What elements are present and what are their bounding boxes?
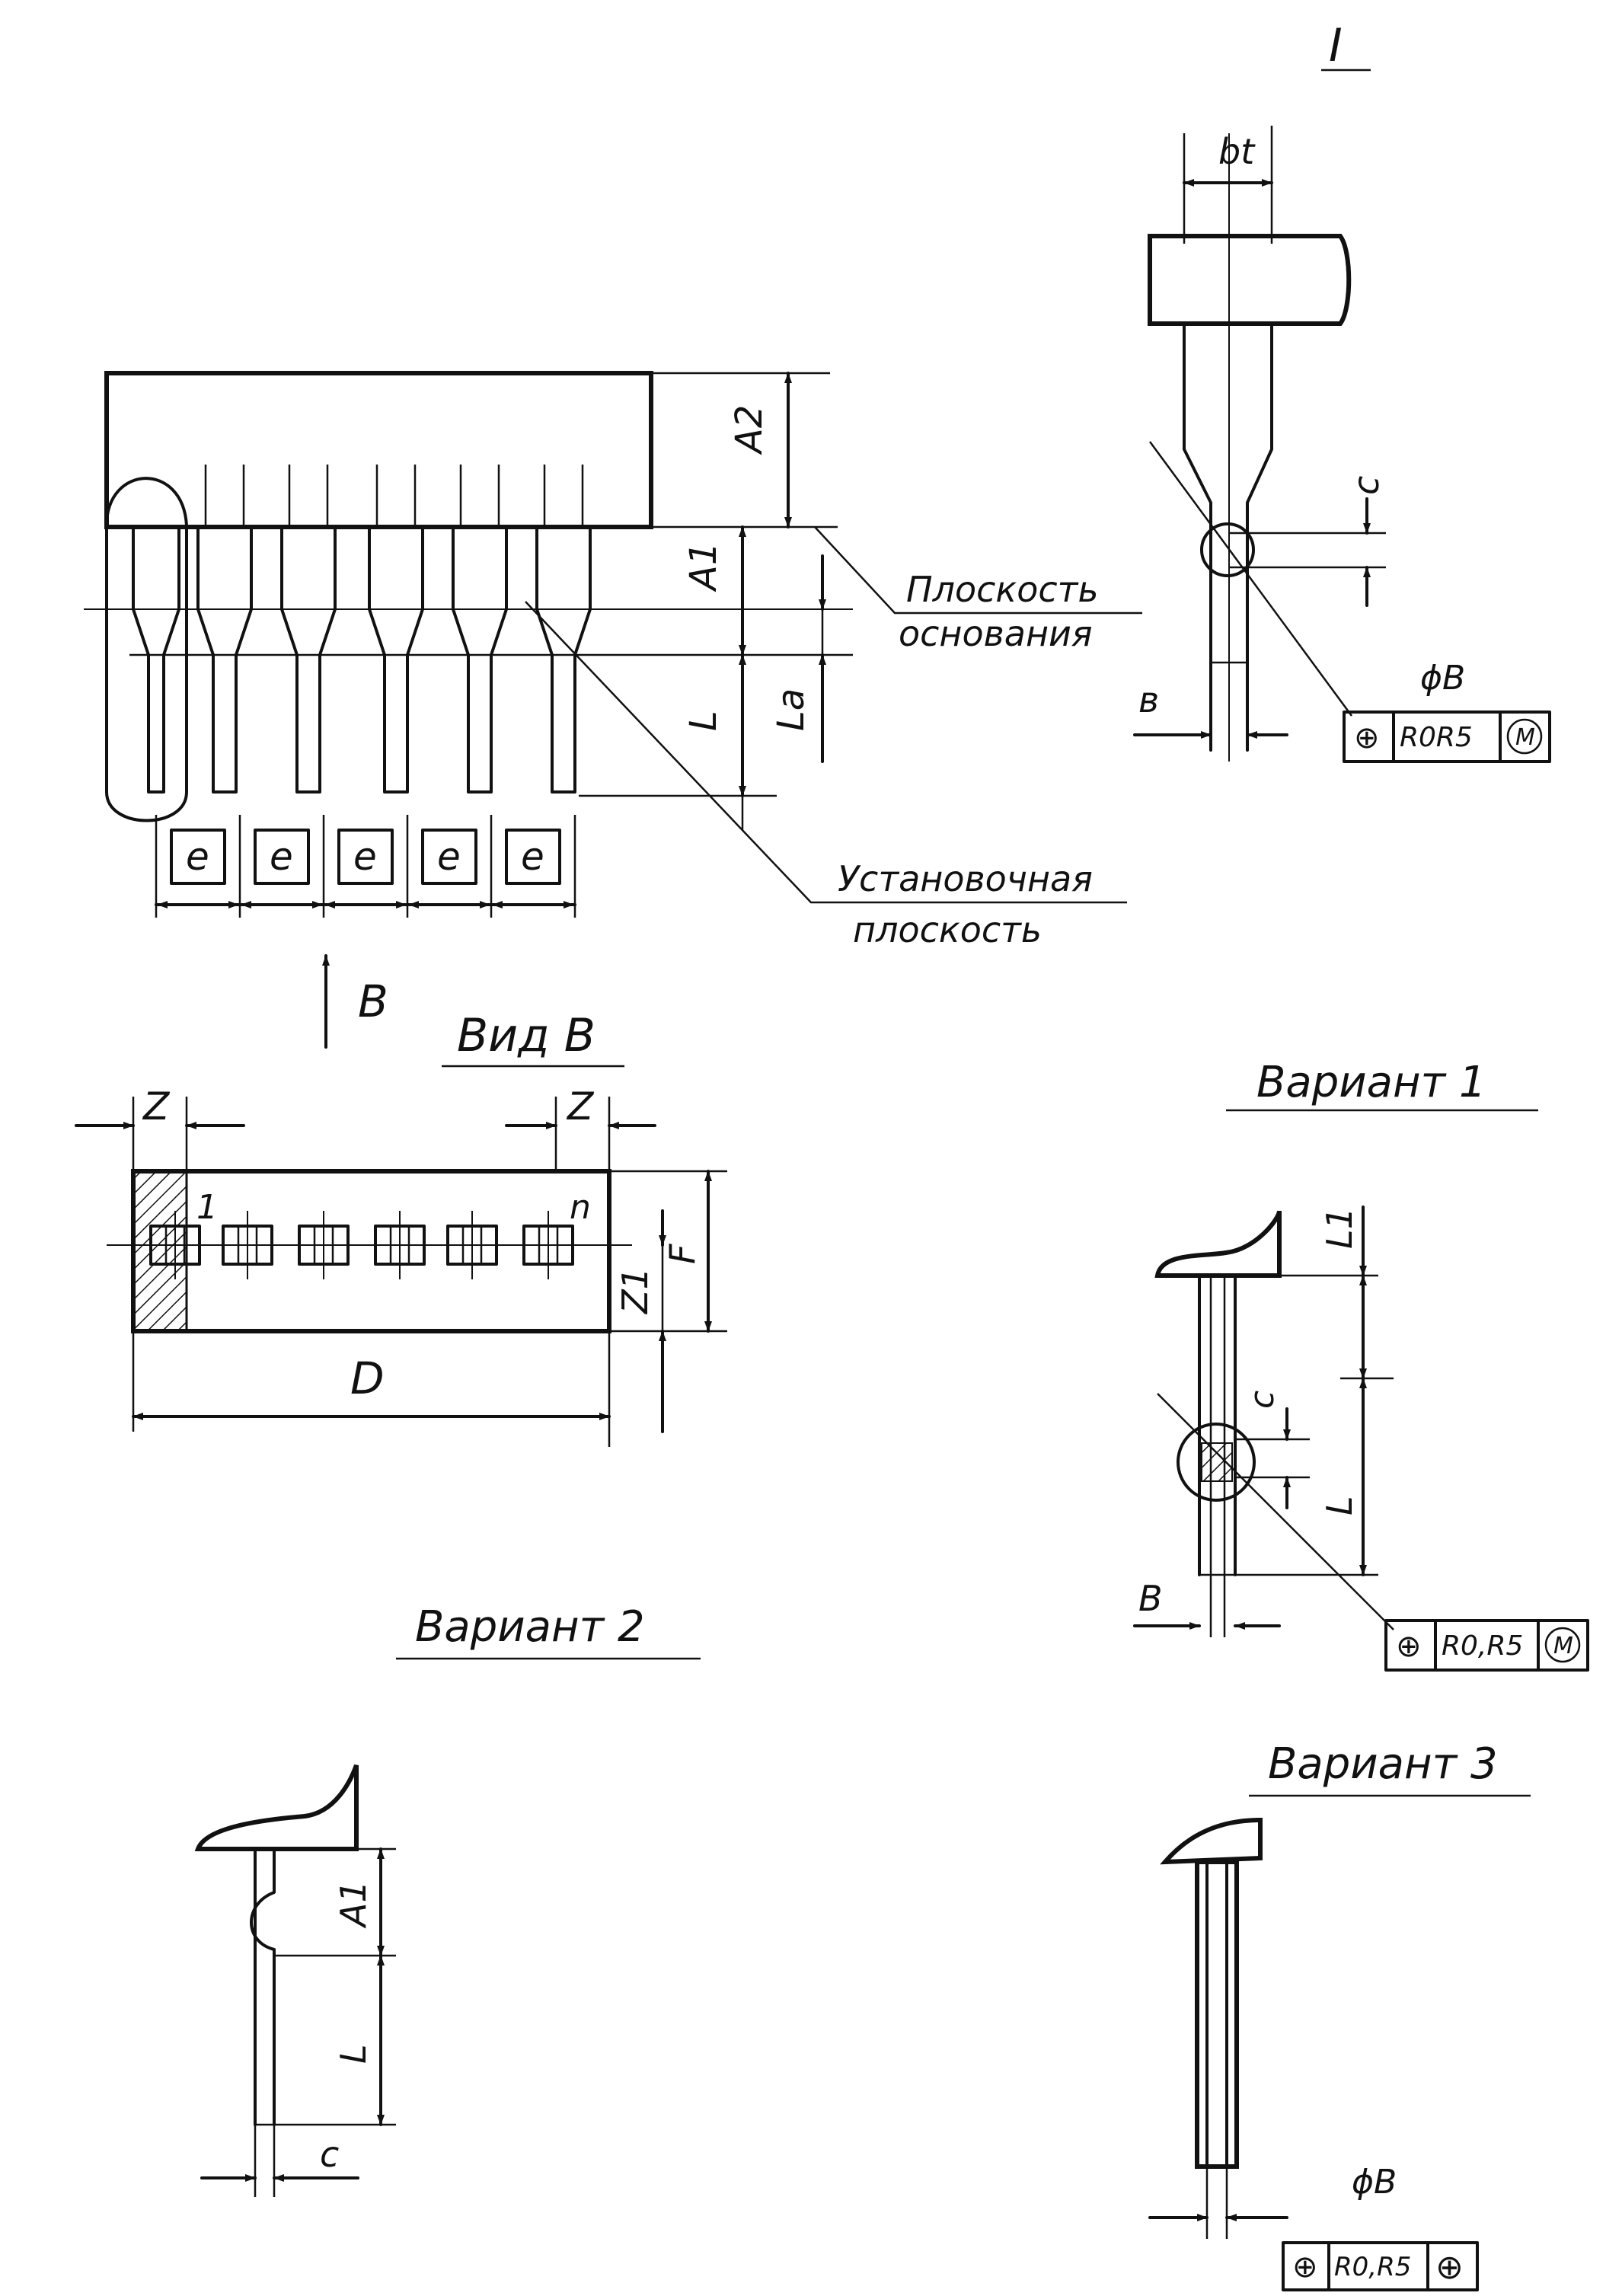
lead-pads — [149, 1211, 574, 1279]
dim-z-right-label: Z — [566, 1084, 595, 1129]
variant-3: Вариант 3 ϕB ⊕ R0,R5 ⊕ — [1148, 1739, 1531, 2291]
dim-e-label: e — [353, 835, 377, 879]
dim-z-left-label: Z — [142, 1084, 171, 1129]
variant2-body-profile — [194, 1764, 359, 1851]
base-plane-label-line2: основания — [899, 613, 1093, 654]
pitch-box — [254, 829, 310, 885]
variant-2: Вариант 2 A1 L c — [194, 1602, 701, 2197]
mount-plane-label-line2: плоскость — [853, 909, 1042, 950]
dim-a1-label: A1 — [682, 542, 725, 592]
variant3-title: Вариант 3 — [1268, 1739, 1498, 1789]
dim-b-label: в — [1138, 679, 1159, 720]
variant2-title: Вариант 2 — [415, 1602, 645, 1652]
pin-first-label: 1 — [196, 1188, 218, 1227]
tol-frame-variant3 — [1282, 2241, 1479, 2291]
variant1-title: Вариант 1 — [1256, 1058, 1486, 1107]
base-plane-label-line1: Плоскость — [906, 569, 1099, 610]
dim-l1-label: L1 — [1319, 1207, 1360, 1249]
dim-b-v1-label: B — [1138, 1578, 1163, 1619]
pitch-box — [337, 829, 394, 885]
dim-bt-label: bt — [1218, 131, 1256, 172]
tol-variant3-value: R0,R5 — [1334, 2252, 1411, 2282]
pin1-key-outline — [105, 477, 188, 822]
lead — [196, 525, 253, 794]
dim-e-label: e — [270, 835, 293, 879]
package-body — [104, 371, 653, 529]
front-view: A2 A1 L La Плоскость основания Установоч… — [84, 371, 1142, 1049]
variant1-callout-circle — [1177, 1423, 1256, 1502]
variant-1: Вариант 1 L1 L c B ⊕ R0,R5 — [1133, 1058, 1589, 1672]
view-b: Вид B 1 n Z Z F Z1 D — [75, 1009, 727, 1447]
dim-e-label: e — [186, 835, 209, 879]
tol-detail-diameter: ϕB — [1420, 659, 1465, 698]
lead — [535, 525, 592, 794]
pin-last-label: n — [570, 1188, 591, 1227]
pitch-box — [170, 829, 226, 885]
tol-detail-symbol: ⊕ — [1354, 720, 1380, 755]
variant3-body-profile — [1160, 1817, 1263, 1865]
dim-f-label: F — [662, 1244, 703, 1264]
dim-l-v2-label: L — [333, 2044, 374, 2064]
dim-l-v1-label: L — [1319, 1496, 1360, 1515]
lead — [452, 525, 508, 794]
dim-l-label: L — [682, 711, 725, 731]
lead — [280, 525, 337, 794]
tol-variant1-symbol: ⊕ — [1396, 1629, 1422, 1664]
detail-callout-circle — [1200, 522, 1255, 577]
mount-plane-label-line1: Установочная — [838, 858, 1093, 899]
tol-frame-variant1 — [1384, 1619, 1589, 1672]
dim-z1-label: Z1 — [615, 1267, 656, 1315]
key-hatch-area — [132, 1170, 188, 1333]
lead — [132, 525, 180, 794]
leads — [132, 465, 592, 794]
dim-la-label: La — [770, 688, 813, 731]
view-b-title: Вид B — [457, 1009, 595, 1062]
pitch-box — [421, 829, 477, 885]
dim-e-label: e — [437, 835, 461, 879]
dim-c-v1-label: c — [1243, 1391, 1282, 1409]
dim-a2-label: A2 — [728, 405, 771, 455]
tol-detail-value: R0R5 — [1400, 722, 1473, 753]
tol-variant1-modifier: M — [1553, 1633, 1573, 1659]
tol-variant3-diameter: ϕB — [1352, 2163, 1397, 2202]
dim-c-v2-label: c — [320, 2134, 339, 2175]
tol-variant3-symbol: ⊕ — [1292, 2250, 1318, 2285]
lead — [368, 525, 424, 794]
tol-variant3-modifier: ⊕ — [1435, 2248, 1464, 2287]
dim-e-label: e — [521, 835, 544, 879]
detail-body-slice — [1148, 234, 1352, 326]
detail-i: I bt c в ϕB ⊕ R0R5 M — [1133, 19, 1551, 763]
variant1-body-profile — [1154, 1210, 1282, 1278]
dim-a1-v2-label: A1 — [333, 1880, 374, 1929]
tol-detail-modifier: M — [1515, 724, 1535, 751]
view-arrow-label: B — [358, 976, 388, 1027]
tol-frame-detail — [1343, 711, 1551, 763]
dim-c-label: c — [1346, 476, 1387, 495]
pitch-box — [505, 829, 561, 885]
dim-d-label: D — [350, 1352, 385, 1404]
detail-mark: I — [1329, 19, 1343, 72]
tol-variant1-value: R0,R5 — [1442, 1630, 1523, 1662]
